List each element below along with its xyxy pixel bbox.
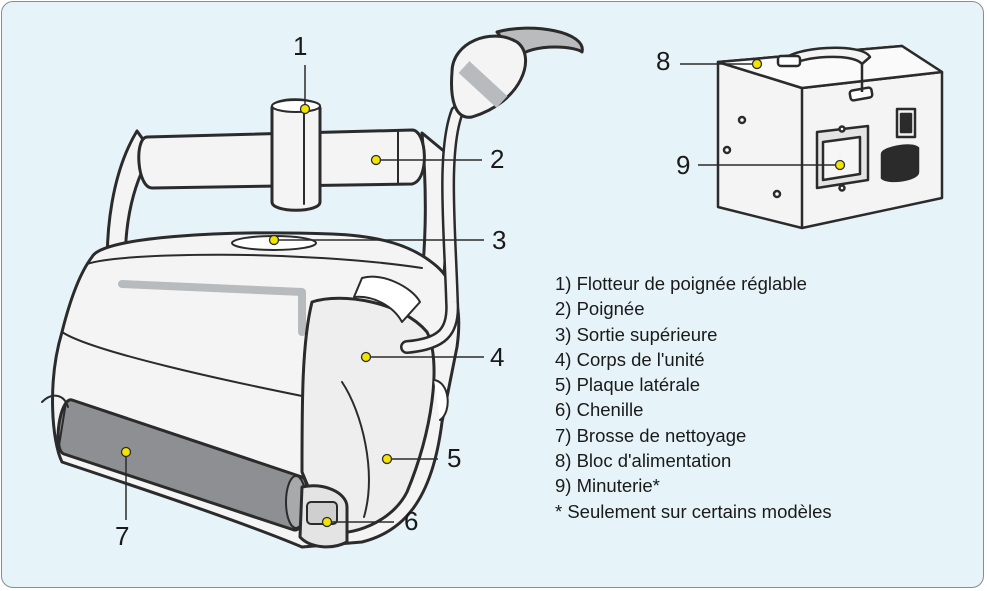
power-socket xyxy=(880,144,920,183)
callout-number-9: 9 xyxy=(676,150,691,180)
callout-number-5: 5 xyxy=(447,443,462,473)
legend-item: 6) Chenille xyxy=(555,399,644,421)
marker-2 xyxy=(370,154,382,166)
legend-item: 2) Poignée xyxy=(555,298,645,320)
marker-8 xyxy=(751,58,763,70)
marker-6 xyxy=(321,516,333,528)
callout-number-4: 4 xyxy=(490,342,505,372)
callout-number-2: 2 xyxy=(490,144,505,174)
legend-item: 9) Minuterie* xyxy=(555,475,660,497)
parts-legend: 1) Flotteur de poignée réglable 2) Poign… xyxy=(555,271,832,524)
pool-robot xyxy=(41,26,584,549)
timer-window xyxy=(821,135,862,182)
legend-item: 3) Sortie supérieure xyxy=(555,323,718,345)
marker-3 xyxy=(268,234,280,246)
marker-9 xyxy=(834,159,846,171)
callout-number-1: 1 xyxy=(293,31,308,61)
marker-4 xyxy=(360,351,372,363)
legend-footnote: * Seulement sur certains modèles xyxy=(555,500,832,522)
legend-item: 5) Plaque latérale xyxy=(555,374,701,396)
legend-item: 8) Bloc d'alimentation xyxy=(555,450,732,472)
leader-lines xyxy=(125,63,840,523)
marker-7 xyxy=(120,446,132,458)
callout-number-7: 7 xyxy=(115,521,130,551)
legend-item: 4) Corps de l'unité xyxy=(555,348,705,370)
markers xyxy=(120,58,846,528)
callout-number-3: 3 xyxy=(492,225,507,255)
legend-item: 1) Flotteur de poignée réglable xyxy=(555,273,807,294)
legend-item: 7) Brosse de nettoyage xyxy=(555,424,747,446)
callout-number-8: 8 xyxy=(656,46,671,76)
marker-5 xyxy=(381,453,393,465)
marker-1 xyxy=(299,103,311,115)
callout-number-6: 6 xyxy=(404,506,419,536)
power-supply xyxy=(716,44,944,230)
handle-float xyxy=(270,98,322,212)
